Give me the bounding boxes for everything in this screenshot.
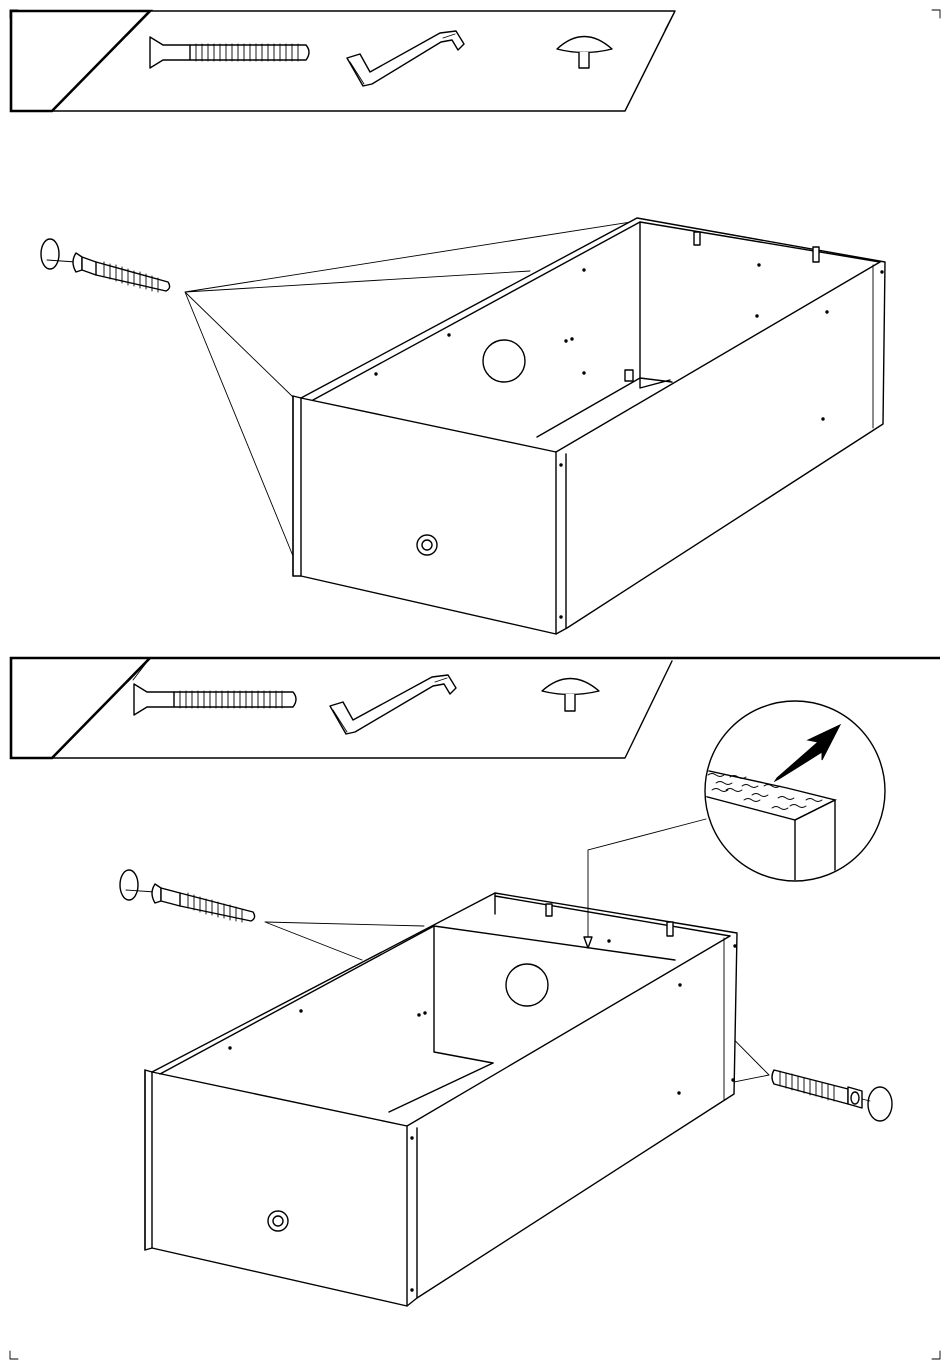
edge-detail-magnifier [700, 701, 885, 900]
confirmat-screw-icon [73, 253, 170, 292]
cover-cap-icon [557, 37, 612, 69]
confirmat-screw-icon [772, 1070, 862, 1108]
step-2-carcass-drawing [120, 819, 892, 1306]
cover-cap-icon [542, 679, 599, 712]
hex-key-icon [347, 31, 464, 86]
confirmat-screw-icon [150, 37, 309, 68]
step-1-parts-panel [11, 11, 675, 111]
cover-cap-icon [120, 870, 155, 900]
confirmat-screw-icon [152, 884, 255, 922]
hex-key-icon [330, 675, 456, 734]
cover-cap-icon [41, 239, 76, 269]
confirmat-screw-icon [134, 684, 296, 715]
cover-cap-icon [862, 1087, 892, 1121]
step-1-carcass-drawing [41, 218, 885, 634]
